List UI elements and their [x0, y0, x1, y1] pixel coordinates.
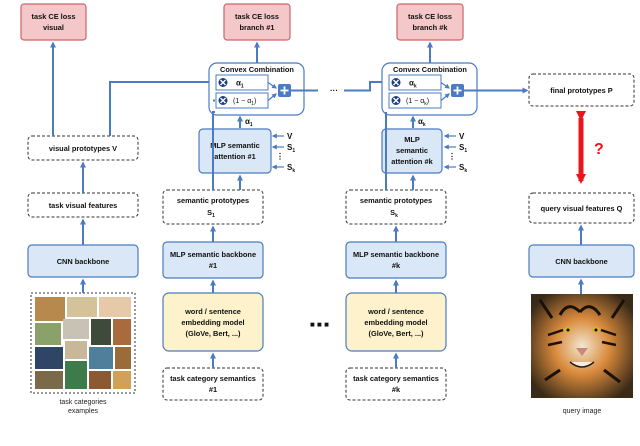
- multiply-icon: [391, 96, 401, 105]
- semantic-prototypes-k-box: semantic prototypes Sk: [345, 189, 447, 225]
- semantic-prototypes-k-label: semantic prototypes: [360, 196, 432, 205]
- mlp-backbone-k-line1: MLP semantic backbone: [353, 250, 439, 259]
- semantic-prototypes-1-box: semantic prototypes S1: [162, 189, 264, 225]
- semantic-prototypes-1-label: semantic prototypes: [177, 196, 249, 205]
- visual-prototypes-label: visual prototypes V: [49, 144, 117, 153]
- alpha-k-label: αk: [409, 79, 417, 90]
- plus-icon: [278, 84, 291, 97]
- loss-visual-line2: visual: [43, 23, 64, 32]
- loss-branch1-box: task CE loss branch #1: [223, 3, 291, 41]
- mlp-backbone-k-box: MLP semantic backbone #k: [345, 241, 447, 279]
- mlp-attention-k-box: MLP semantic attention #k: [381, 128, 443, 174]
- loss-branchk-line2: branch #k: [413, 23, 449, 32]
- query-image-tiger: [531, 294, 633, 398]
- input-v-1: V: [287, 132, 293, 141]
- cnn-backbone-right-box: CNN backbone: [528, 244, 635, 278]
- embedding-model-k-box: word / sentence embedding model (GloVe, …: [345, 292, 447, 352]
- embedding-model-k-line1: word / sentence: [367, 307, 424, 316]
- mlp-backbone-1-line1: MLP semantic backbone: [170, 250, 256, 259]
- loss-branchk-box: task CE loss branch #k: [396, 3, 464, 41]
- task-semantics-k-line2: #k: [392, 385, 401, 394]
- embedding-model-1-line1: word / sentence: [184, 307, 241, 316]
- query-image-caption: query image: [563, 408, 602, 415]
- task-semantics-k-line1: task category semantics: [353, 374, 439, 383]
- mlp-backbone-1-line2: #1: [209, 261, 217, 270]
- embedding-model-1-line3: (GloVe, Bert, ...): [185, 329, 241, 338]
- input-dots-k: ⋮: [448, 152, 456, 161]
- final-prototypes-label: final prototypes P: [550, 86, 612, 95]
- task-visual-features-box: task visual features: [27, 192, 139, 218]
- alpha-1-arrow-label: α1: [245, 117, 253, 128]
- loss-visual-box: task CE loss visual: [20, 3, 87, 41]
- mlp-attention-1-box: MLP semantic attention #1: [198, 128, 272, 174]
- mlp-backbone-1-box: MLP semantic backbone #1: [162, 241, 264, 279]
- loss-branch1-line1: task CE loss: [235, 12, 279, 21]
- loss-visual-line1: task CE loss: [32, 12, 76, 21]
- ellipsis-top: ···: [330, 86, 338, 95]
- one-minus-alpha-k-label: (1 − αk): [406, 98, 429, 107]
- mlp-attention-k-line2: semantic: [396, 146, 428, 155]
- semantic-prototypes-1-symbol: S1: [207, 208, 215, 219]
- final-prototypes-box: final prototypes P: [528, 73, 635, 107]
- multiply-icon: [391, 78, 401, 87]
- cnn-backbone-left-box: CNN backbone: [27, 244, 139, 278]
- embedding-model-1-line2: embedding model: [181, 318, 244, 327]
- semantic-prototypes-k-symbol: Sk: [390, 208, 398, 219]
- mlp-attention-1-line1: MLP semantic: [210, 141, 260, 150]
- input-sk-k: Sk: [459, 163, 467, 174]
- cnn-backbone-left-label: CNN backbone: [57, 257, 110, 266]
- convex-combination-k-title: Convex Combination: [393, 65, 467, 74]
- task-categories-caption-line1: task categories: [59, 399, 107, 406]
- visual-prototypes-box: visual prototypes V: [27, 135, 139, 161]
- arrow-into-convex-k: [344, 79, 388, 92]
- convex-combination-1: Convex Combination α1 (1 − α1): [208, 62, 305, 116]
- task-semantics-1-box: task category semantics #1: [162, 367, 264, 401]
- embedding-model-k-line3: (GloVe, Bert, ...): [368, 329, 424, 338]
- task-categories-caption-line2: examples: [68, 408, 98, 415]
- multiply-icon: [218, 78, 228, 87]
- mlp-attention-1-line2: attention #1: [214, 152, 255, 161]
- query-visual-features-label: query visual features Q: [541, 204, 623, 213]
- loss-branch1-line2: branch #1: [240, 23, 275, 32]
- embedding-model-k-line2: embedding model: [364, 318, 427, 327]
- input-s1-k: S1: [459, 143, 467, 154]
- embedding-model-1-box: word / sentence embedding model (GloVe, …: [162, 292, 264, 352]
- convex-combination-1-title: Convex Combination: [220, 65, 294, 74]
- one-minus-alpha-1-label: (1 − α1): [233, 98, 256, 107]
- cnn-backbone-right-label: CNN backbone: [555, 257, 608, 266]
- loss-branchk-line1: task CE loss: [408, 12, 452, 21]
- arrow-semantic1-to-convex: [212, 111, 215, 190]
- input-sk-1: Sk: [287, 163, 295, 174]
- input-v-k: V: [459, 132, 465, 141]
- ellipsis-middle: ■ ■ ■: [310, 320, 329, 329]
- input-dots-1: ⋮: [276, 152, 284, 161]
- mlp-backbone-k-line2: #k: [392, 261, 401, 270]
- arrow-prototypes-to-convex-1: [109, 79, 217, 136]
- alpha-1-label: α1: [236, 79, 244, 90]
- mlp-attention-k-line1: MLP: [404, 135, 420, 144]
- multiply-icon: [218, 96, 228, 105]
- task-semantics-k-box: task category semantics #k: [345, 367, 447, 401]
- plus-icon: [451, 84, 464, 97]
- task-semantics-1-line2: #1: [209, 385, 217, 394]
- mlp-attention-k-line3: attention #k: [391, 157, 433, 166]
- task-visual-features-label: task visual features: [49, 201, 118, 210]
- alpha-k-arrow-label: αk: [418, 117, 426, 128]
- comparison-arrow: ?: [576, 111, 604, 184]
- task-categories-image-grid: task categories examples: [30, 292, 136, 415]
- convex-combination-k: Convex Combination αk (1 − αk): [381, 62, 478, 116]
- query-visual-features-box: query visual features Q: [528, 192, 635, 224]
- task-semantics-1-line1: task category semantics: [170, 374, 256, 383]
- input-s1-1: S1: [287, 143, 295, 154]
- question-mark: ?: [594, 141, 604, 158]
